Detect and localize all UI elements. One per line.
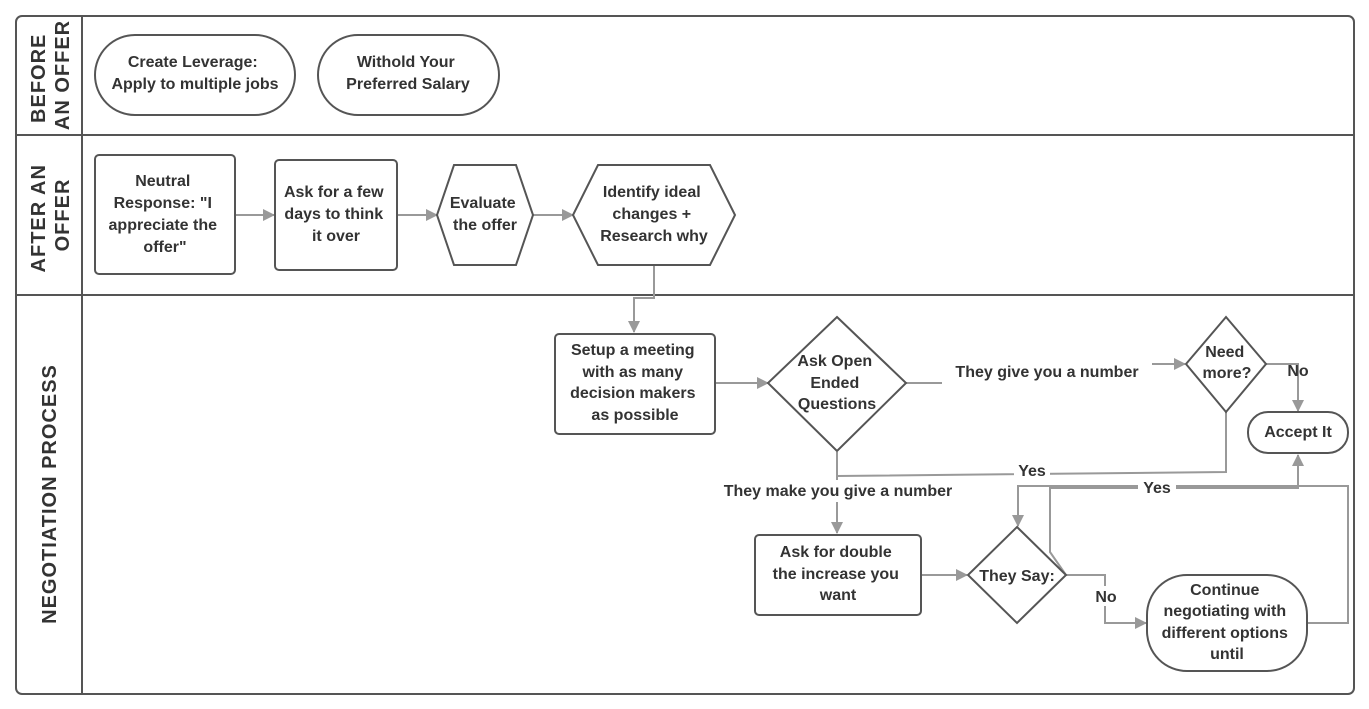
node-identify-changes: Identify ideal changes + Research why (571, 164, 737, 266)
decision-shape (966, 525, 1068, 625)
node-label: Need more? (1203, 344, 1252, 382)
edge-label-bg (1014, 461, 1050, 481)
node-ask-for-double: Ask for double the increase you want (754, 534, 922, 616)
process-shape (274, 159, 398, 271)
node-ask-open-questions: Ask Open Ended Questions (766, 315, 908, 453)
node-label: Neutral Response: "I appreciate the offe… (109, 173, 222, 256)
edge-label-they-make-you-give-a-number: They make you give a number (724, 483, 953, 500)
swimlane-frame (15, 15, 1355, 695)
process-shape (754, 534, 922, 616)
terminator-shape (317, 34, 500, 116)
connector-need-more-yes-loop (836, 412, 1227, 477)
node-need-more: Need more? (1184, 315, 1268, 414)
lane-label-after-an-offer: AFTER AN OFFER (28, 158, 74, 273)
edge-label-need-more-no: No (1287, 363, 1309, 380)
connector-continue-loop-to-they-say (1012, 485, 1349, 624)
node-evaluate-offer: Evaluate the offer (435, 164, 535, 266)
node-create-leverage: Create Leverage: Apply to multiple jobs (94, 34, 296, 116)
edge-label-bg (942, 360, 1152, 384)
hexagon-shape (571, 164, 737, 266)
node-ask-few-days: Ask for a few days to think it over (274, 159, 398, 271)
node-withold-salary: Withold Your Preferred Salary (317, 34, 500, 116)
node-they-say: They Say: (966, 525, 1068, 625)
node-continue-negotiating: Continue negotiating with different opti… (1146, 574, 1308, 672)
node-label: They Say: (979, 568, 1055, 585)
node-label: Ask for a few days to think it over (284, 184, 388, 245)
node-accept-it: Accept It (1247, 411, 1349, 454)
connector-need-more-to-accept (1266, 363, 1304, 412)
node-label: Ask for double the increase you want (773, 544, 904, 604)
edge-label-need-more-yes: Yes (1018, 463, 1046, 480)
node-label: Setup a meeting with as many decision ma… (570, 342, 700, 424)
connector-they-say-yes-to-accept (1049, 454, 1304, 576)
terminator-shape (1146, 574, 1308, 672)
edge-label-they-give-you-a-number: They give you a number (955, 364, 1138, 381)
node-label: Continue negotiating with different opti… (1162, 582, 1293, 663)
swimlanes: BEFORE AN OFFER AFTER AN OFFER NEGOTIATI… (15, 15, 1355, 695)
terminator-shape (94, 34, 296, 116)
node-label: Identify ideal changes + Research why (600, 184, 708, 245)
process-shape (94, 154, 236, 275)
edge-label-bg (706, 480, 970, 502)
edge-labels: They give you a number No Yes They make … (706, 360, 1309, 606)
lane-label-before-an-offer: BEFORE AN OFFER (28, 20, 74, 130)
node-label: Withold Your Preferred Salary (346, 54, 470, 93)
hexagon-shape (435, 164, 535, 266)
edge-label-they-say-yes: Yes (1143, 480, 1171, 497)
edge-label-bg (1090, 586, 1122, 606)
node-setup-meeting: Setup a meeting with as many decision ma… (554, 333, 716, 435)
terminator-shape (1247, 411, 1349, 454)
node-label: Evaluate the offer (450, 195, 520, 234)
lane-label-negotiation-process: NEGOTIATION PROCESS (39, 364, 61, 624)
node-label: Ask Open Ended Questions (797, 353, 876, 413)
process-shape (554, 333, 716, 435)
node-label: Create Leverage: Apply to multiple jobs (111, 54, 278, 93)
decision-shape (766, 315, 908, 453)
node-label: Accept It (1264, 424, 1332, 441)
edge-label-they-say-no: No (1095, 589, 1117, 606)
node-neutral-response: Neutral Response: "I appreciate the offe… (94, 154, 236, 275)
connector-identify-to-setup (628, 266, 655, 333)
edge-label-bg (1138, 478, 1176, 498)
decision-shape (1184, 315, 1268, 414)
